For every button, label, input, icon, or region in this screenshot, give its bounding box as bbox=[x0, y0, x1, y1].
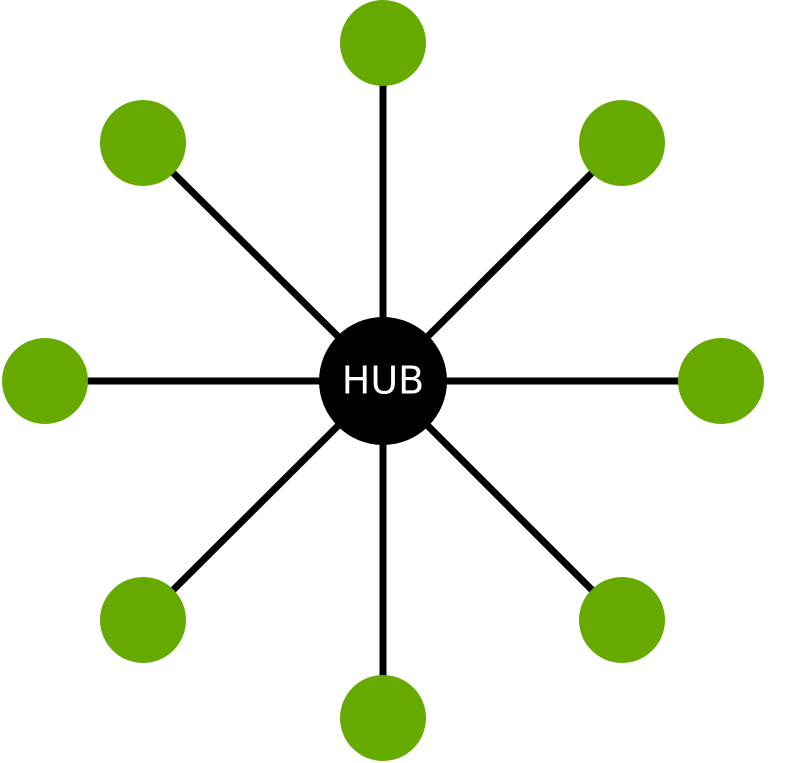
spoke-nodes bbox=[2, 0, 764, 761]
spoke-node-right bbox=[678, 338, 764, 424]
spoke-node-bottom-right bbox=[579, 577, 665, 663]
spoke-node-left bbox=[2, 338, 88, 424]
hub-circle bbox=[319, 317, 447, 445]
spoke-node-top-right bbox=[579, 100, 665, 186]
spoke-node-bottom bbox=[340, 675, 426, 761]
hub-label: HUB bbox=[342, 359, 424, 403]
hub-node: HUB bbox=[319, 317, 447, 445]
spoke-node-bottom-left bbox=[100, 577, 186, 663]
spoke-node-top bbox=[340, 0, 426, 86]
spoke-node-top-left bbox=[100, 100, 186, 186]
